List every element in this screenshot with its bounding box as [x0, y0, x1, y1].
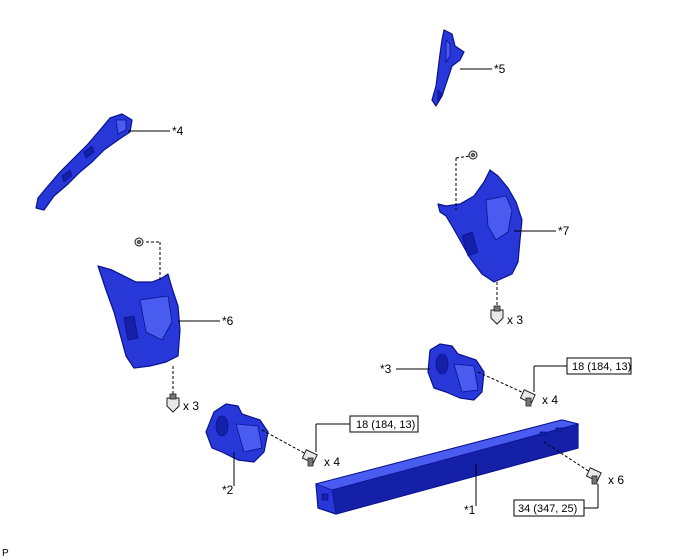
quantity-6-clips: x 3 [183, 399, 199, 413]
dash-1-bolts [543, 441, 591, 473]
part-5-bracket [431, 29, 465, 107]
clip-7-top [468, 150, 478, 160]
bolt-3 [519, 389, 536, 407]
callout-2: *2 [222, 483, 234, 497]
torque-lh: 18 (184, 13) [356, 419, 415, 431]
part-7-liner [437, 169, 523, 283]
part-4-bracket [35, 113, 133, 211]
bolt-1 [585, 467, 602, 485]
clip-screw-7-bottom [490, 305, 504, 325]
torque-rh: 18 (184, 13) [572, 361, 631, 373]
part-6-liner [97, 265, 181, 369]
quantity-7-clips: x 3 [507, 313, 523, 327]
torque-box-beam [513, 499, 585, 517]
dash-2-bolts [261, 429, 307, 455]
part-2-crash-box [205, 403, 269, 463]
quantity-1-bolts: x 6 [608, 473, 624, 487]
torque-box-lh [349, 415, 419, 433]
dash-3-bolts [477, 371, 527, 395]
callout-4: *4 [172, 124, 184, 138]
clip-screw-6-bottom [166, 393, 180, 413]
torque-beam: 34 (347, 25) [518, 503, 577, 515]
part-3-crash-box [427, 343, 485, 401]
callout-3: *3 [380, 362, 392, 376]
torque-box-rh [566, 357, 632, 375]
clip-6-top [134, 237, 144, 247]
bolt-2 [301, 449, 318, 467]
corner-mark: P [2, 548, 9, 559]
part-1-reinforcement [314, 419, 580, 515]
quantity-3-bolts: x 4 [542, 393, 558, 407]
callout-7: *7 [558, 224, 570, 238]
callout-1: *1 [464, 503, 476, 517]
callout-5: *5 [494, 62, 506, 76]
quantity-2-bolts: x 4 [324, 455, 340, 469]
callout-6: *6 [222, 314, 234, 328]
dash-7-clip-h [455, 155, 471, 159]
